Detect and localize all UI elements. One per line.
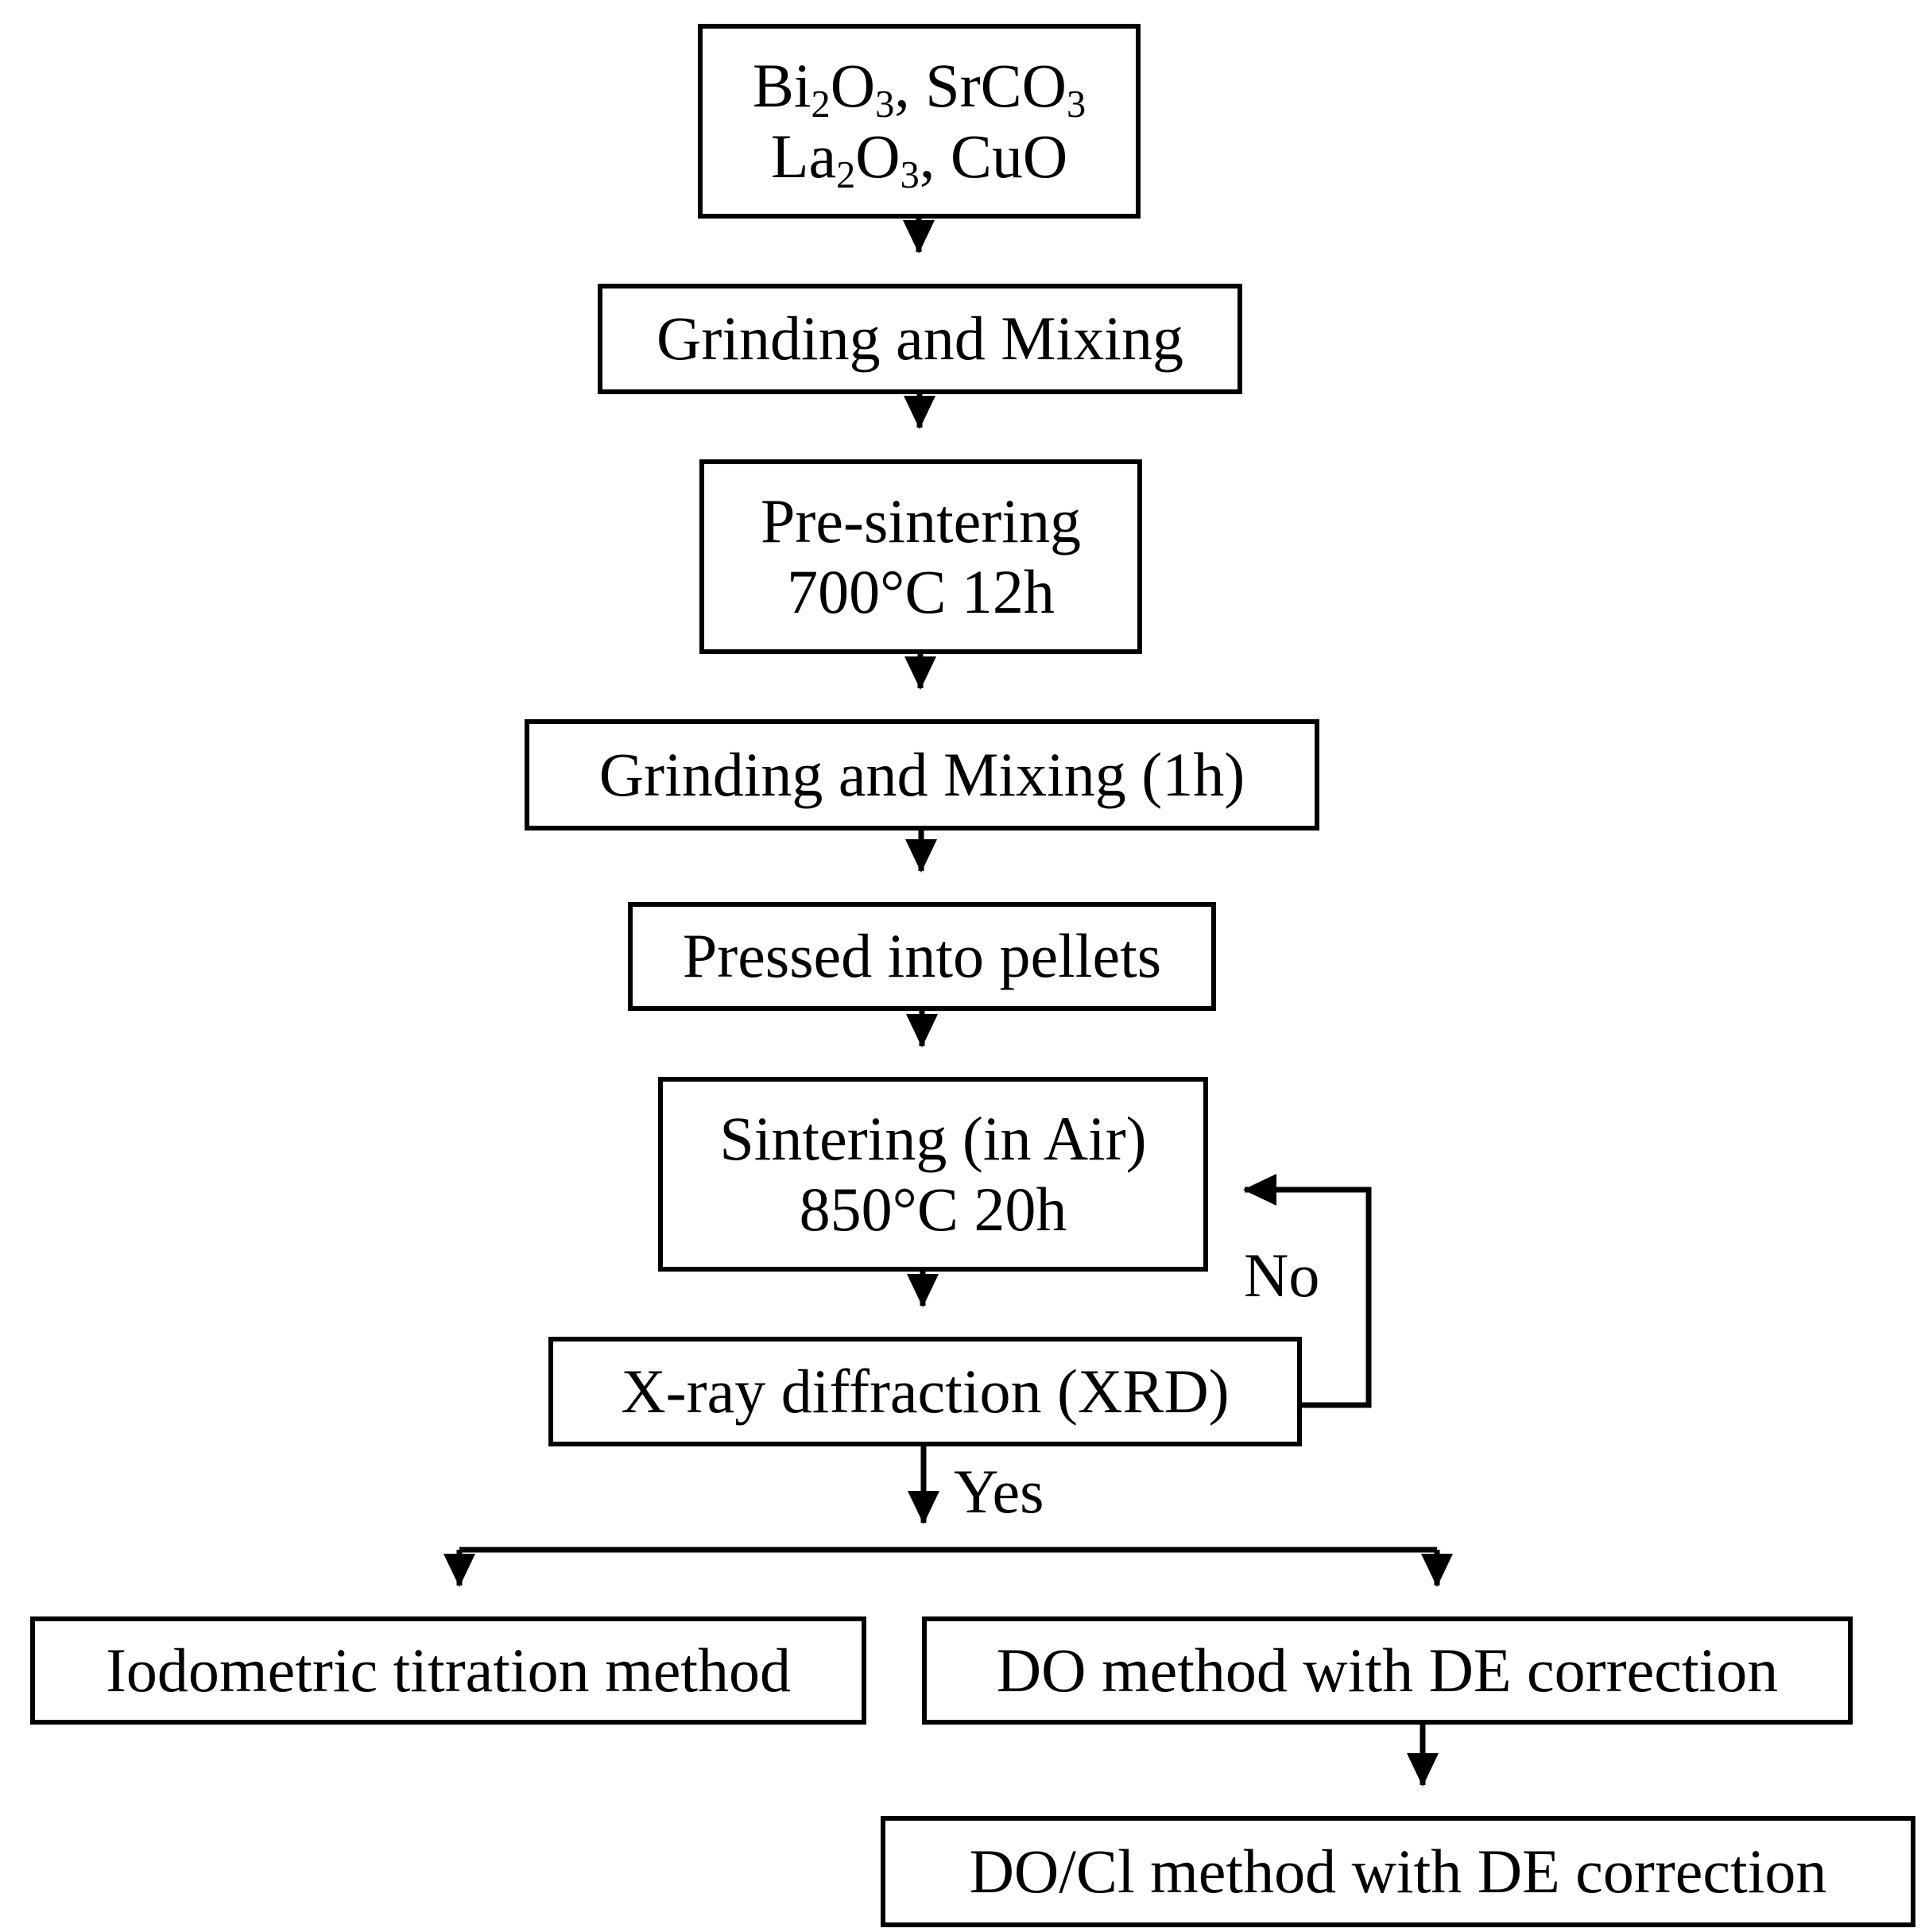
- do-method-with-de-correction-box[interactable]: DO method with DE correction: [922, 1616, 1853, 1725]
- sintering-line-1: Sintering (in Air): [719, 1103, 1147, 1173]
- do-method-with-de-correction-label: DO method with DE correction: [996, 1635, 1779, 1705]
- yes-branch-label: Yes: [954, 1457, 1044, 1526]
- no-branch-label: No: [1244, 1241, 1320, 1310]
- iodometric-titration-method-label: Iodometric titration method: [105, 1635, 792, 1705]
- x-ray-diffraction-box[interactable]: X-ray diffraction (XRD): [548, 1337, 1302, 1446]
- x-ray-diffraction-label: X-ray diffraction (XRD): [621, 1356, 1230, 1426]
- grinding-and-mixing-box[interactable]: Grinding and Mixing: [598, 284, 1242, 394]
- grinding-and-mixing-1h-label: Grinding and Mixing (1h): [598, 739, 1245, 809]
- sintering-in-air-box[interactable]: Sintering (in Air) 850°C 20h: [658, 1077, 1208, 1272]
- grinding-and-mixing-1h-box[interactable]: Grinding and Mixing (1h): [525, 719, 1319, 830]
- raw-materials-line-2: La2O3, CuO: [770, 121, 1068, 197]
- iodometric-titration-method-box[interactable]: Iodometric titration method: [30, 1616, 866, 1725]
- pre-sintering-line-1: Pre-sintering: [761, 486, 1081, 556]
- do-cl-method-with-de-correction-box[interactable]: DO/Cl method with DE correction: [881, 1816, 1915, 1927]
- pressed-into-pellets-box[interactable]: Pressed into pellets: [628, 902, 1216, 1011]
- sintering-line-2: 850°C 20h: [799, 1174, 1067, 1244]
- pressed-into-pellets-label: Pressed into pellets: [682, 921, 1162, 991]
- do-cl-method-with-de-correction-label: DO/Cl method with DE correction: [969, 1836, 1827, 1906]
- raw-materials-line-1: Bi2O3, SrCO3: [752, 50, 1086, 126]
- raw-materials-box[interactable]: Bi2O3, SrCO3 La2O3, CuO: [698, 24, 1141, 219]
- pre-sintering-line-2: 700°C 12h: [787, 556, 1055, 626]
- pre-sintering-box[interactable]: Pre-sintering 700°C 12h: [699, 459, 1142, 654]
- grinding-and-mixing-label: Grinding and Mixing: [657, 304, 1183, 374]
